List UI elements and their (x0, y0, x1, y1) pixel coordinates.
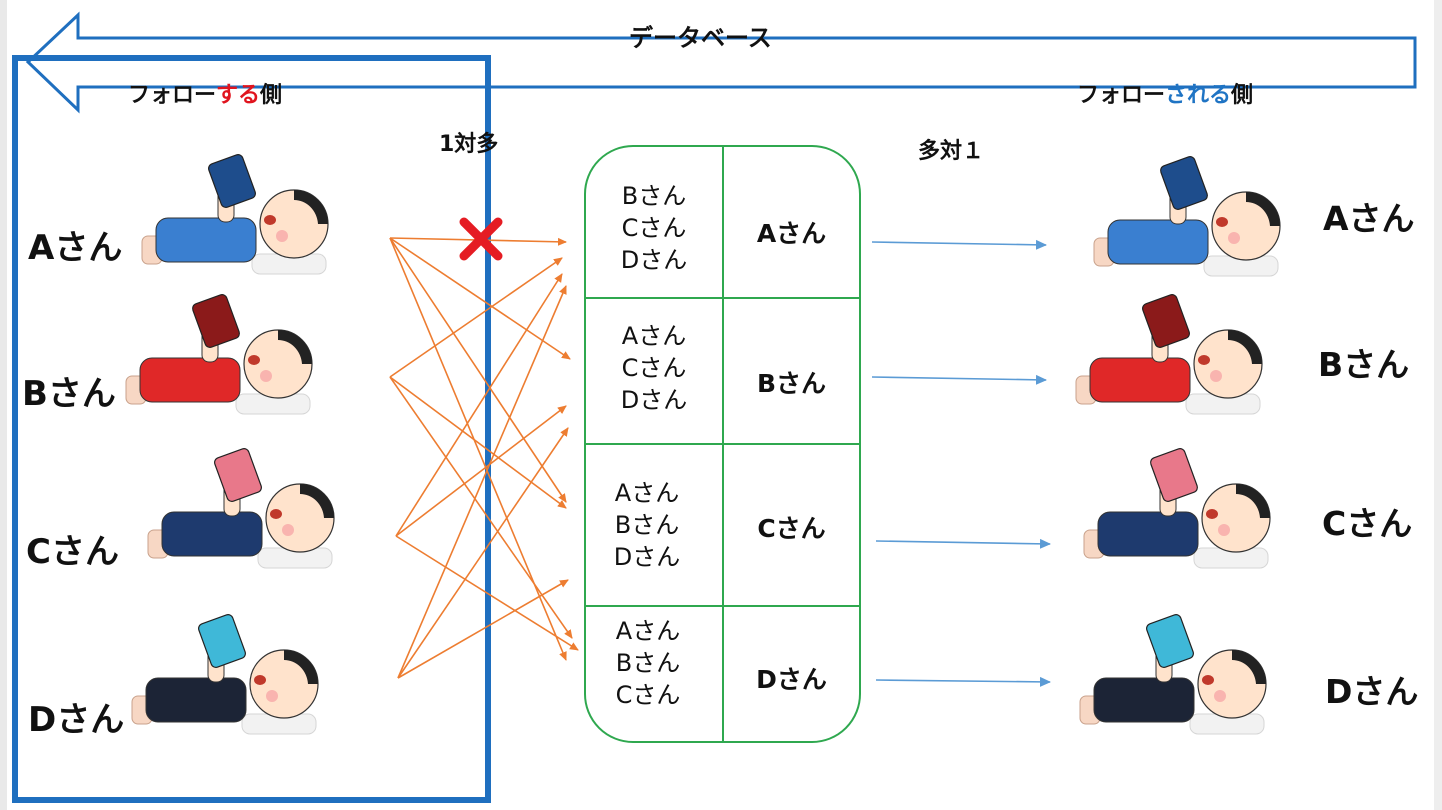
table-person-name: Dさん (756, 665, 827, 694)
many-to-one-label: 多対１ (918, 139, 985, 164)
person-lying-illustration (1093, 156, 1281, 277)
table-follower-entry: Dさん (620, 386, 688, 414)
follow-arrow (397, 579, 569, 679)
follow-arrow (397, 285, 567, 679)
follow-arrow (395, 535, 579, 651)
person-lying-illustration (131, 614, 319, 735)
person-lying-illustration (141, 154, 329, 275)
heading-prefix: フォロー (128, 83, 217, 108)
follow-arrow (395, 405, 567, 537)
followed-arrow (875, 676, 1051, 687)
follow-table (584, 145, 861, 743)
follow-arrow (389, 376, 573, 639)
blocked-x-icon (459, 217, 503, 261)
follow-arrow (397, 427, 569, 679)
table-person-name: Bさん (756, 369, 827, 398)
follow-arrows (389, 237, 579, 679)
followed-arrow (871, 374, 1047, 385)
follower-selection-box (12, 55, 491, 803)
right-person-name: Cさん (1322, 504, 1413, 543)
person-lying-illustration (125, 294, 313, 415)
database-label: データベース (629, 24, 772, 52)
table-follower-entry: Cさん (615, 681, 681, 709)
followed-arrow (875, 538, 1051, 549)
followed-arrow (871, 239, 1047, 250)
table-follower-list: Bさん Cさん Dさん (585, 180, 723, 276)
follow-arrow (389, 376, 567, 509)
right-person-name: Aさん (1323, 199, 1415, 238)
follower-side-heading: フォローする側 (128, 77, 282, 109)
table-person-name: Cさん (757, 514, 826, 543)
heading-suffix: 側 (1231, 83, 1254, 108)
follow-arrow (389, 237, 567, 503)
follow-arrow (389, 237, 571, 360)
table-follower-entry: Aさん (614, 479, 680, 507)
table-follower-entry: Bさん (614, 511, 680, 539)
person-lying-illustration (1079, 614, 1267, 735)
person-lying-illustration (147, 448, 335, 569)
table-follower-entry: Cさん (621, 354, 687, 382)
follow-arrow (389, 237, 567, 661)
heading-highlight: する (216, 83, 261, 108)
person-lying-illustration (1075, 294, 1263, 415)
heading-suffix: 側 (260, 83, 283, 108)
person-lying-illustration (1083, 448, 1271, 569)
left-person-name: Cさん (26, 532, 119, 572)
table-follower-entry: Dさん (613, 543, 681, 571)
table-follower-list: Aさん Cさん Dさん (585, 320, 723, 416)
table-follower-entry: Aさん (615, 617, 681, 645)
followed-arrows (871, 239, 1051, 687)
left-person-name: Bさん (22, 374, 116, 414)
table-follower-entry: Dさん (620, 246, 688, 274)
table-person-name: Aさん (756, 219, 827, 248)
table-follower-list: Aさん Bさん Dさん (578, 477, 716, 573)
table-follower-entry: Cさん (621, 214, 687, 242)
followed-side-heading: フォローされる側 (1077, 77, 1253, 109)
database-arrow (25, 11, 1417, 114)
table-follower-entry: Aさん (621, 322, 687, 350)
follow-arrow (395, 273, 563, 537)
left-person-name: Aさん (28, 228, 123, 268)
right-scrollbar[interactable] (1434, 0, 1442, 810)
follow-arrow (389, 257, 563, 378)
left-person-name: Dさん (28, 700, 125, 740)
right-person-name: Dさん (1325, 672, 1419, 711)
one-to-many-label: 1対多 (439, 132, 499, 157)
right-person-name: Bさん (1318, 345, 1410, 384)
heading-prefix: フォロー (1077, 83, 1166, 108)
table-follower-entry: Bさん (615, 649, 681, 677)
table-follower-entry: Bさん (621, 182, 687, 210)
table-follower-list: Aさん Bさん Cさん (579, 615, 717, 711)
heading-highlight: される (1165, 83, 1232, 108)
left-window-edge (0, 0, 7, 810)
